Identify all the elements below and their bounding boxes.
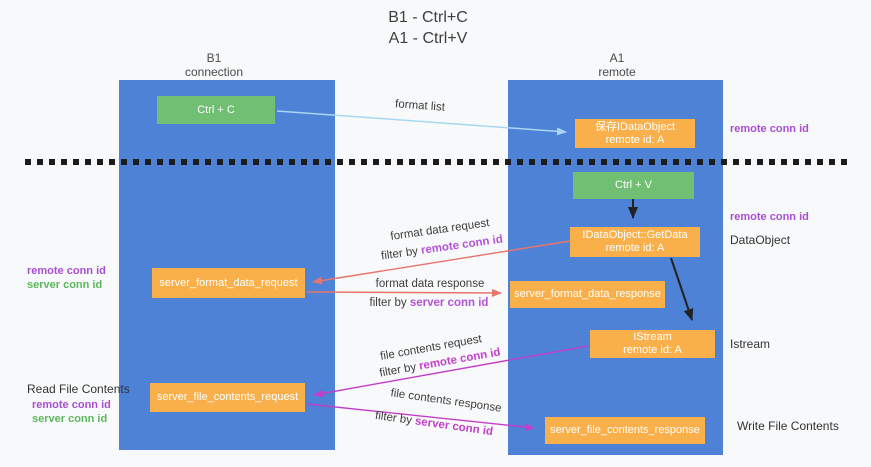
title-line-1: B1 - Ctrl+C [388,9,468,26]
node-server-file-contents-response: server_file_contents_response [545,417,705,444]
label-istream: Istream [730,337,771,351]
node-idataobject-getdata-line1: IDataObject::GetData [582,229,688,241]
label-read-file-contents: Read File Contents [27,382,130,396]
edge-label-format-response-filter: filter by server conn id [370,297,489,309]
label-remote-conn-id-left-2: remote conn id [32,399,111,411]
title-line-2: A1 - Ctrl+V [388,30,468,47]
arrow-format-data-response [306,288,502,297]
edge-label-format-list: format list [394,98,446,114]
node-ctrl-v-label: Ctrl + V [615,179,652,191]
lane-header-a1-subtitle: remote [598,65,636,79]
filter-by-text: filter by [369,297,410,309]
node-server-file-contents-request: server_file_contents_request [150,383,305,412]
edge-label-format-data-response: format data response [375,278,485,290]
label-server-conn-id-left-2: server conn id [32,413,108,425]
node-save-idataobject-line1: 保存IDataObject [594,120,676,133]
label-remote-conn-id-left-1: remote conn id [27,265,106,277]
node-istream-line1: IStream [633,331,672,343]
node-server-file-contents-request-label: server_file_contents_request [156,391,299,403]
filter-by-text: filter by [380,244,422,263]
node-ctrl-v: Ctrl + V [573,172,694,199]
node-ctrl-c: Ctrl + C [157,96,275,124]
lane-header-a1-name: A1 [609,51,625,65]
node-server-format-data-request-label: server_format_data_request [159,276,298,289]
node-ctrl-c-label: Ctrl + C [197,103,235,116]
label-remote-conn-id-top-right: remote conn id [730,123,809,135]
filter-by-text: filter by [378,360,421,380]
node-idataobject-getdata-line2: remote id: A [605,242,665,254]
label-write-file-contents: Write File Contents [737,419,839,433]
node-istream: IStream remote id: A [590,330,715,358]
lane-header-b1-name: B1 [206,51,222,65]
filter-key-server-conn-id: server conn id [409,297,489,309]
filter-by-text: filter by [374,409,416,428]
label-remote-conn-id-mid-right: remote conn id [730,211,809,223]
lane-header-b1-subtitle: connection [184,65,244,79]
lane-header-b1: B1 connection [185,51,243,79]
lane-header-a1: A1 remote [598,51,635,79]
node-save-idataobject-line2: remote id: A [605,133,665,146]
dashed-separator [25,159,851,165]
filter-key-server-conn-id: server conn id [414,415,494,439]
node-server-format-data-response-label: server_format_data_response [514,288,661,300]
edge-label-file-response-filter: filter by server conn id [374,410,493,438]
node-istream-line2: remote id: A [623,344,682,356]
node-server-file-contents-response-label: server_file_contents_response [550,424,700,436]
node-server-format-data-response: server_format_data_response [510,281,665,308]
label-dataobject: DataObject [730,233,791,247]
edge-label-file-contents-response: file contents response [389,387,503,415]
node-save-idataobject: 保存IDataObject remote id: A [575,119,695,148]
label-server-conn-id-left-1: server conn id [27,279,103,291]
diagram-title: B1 - Ctrl+C A1 - Ctrl+V [388,7,468,49]
node-server-format-data-request: server_format_data_request [152,268,305,298]
node-idataobject-getdata: IDataObject::GetData remote id: A [570,227,700,257]
